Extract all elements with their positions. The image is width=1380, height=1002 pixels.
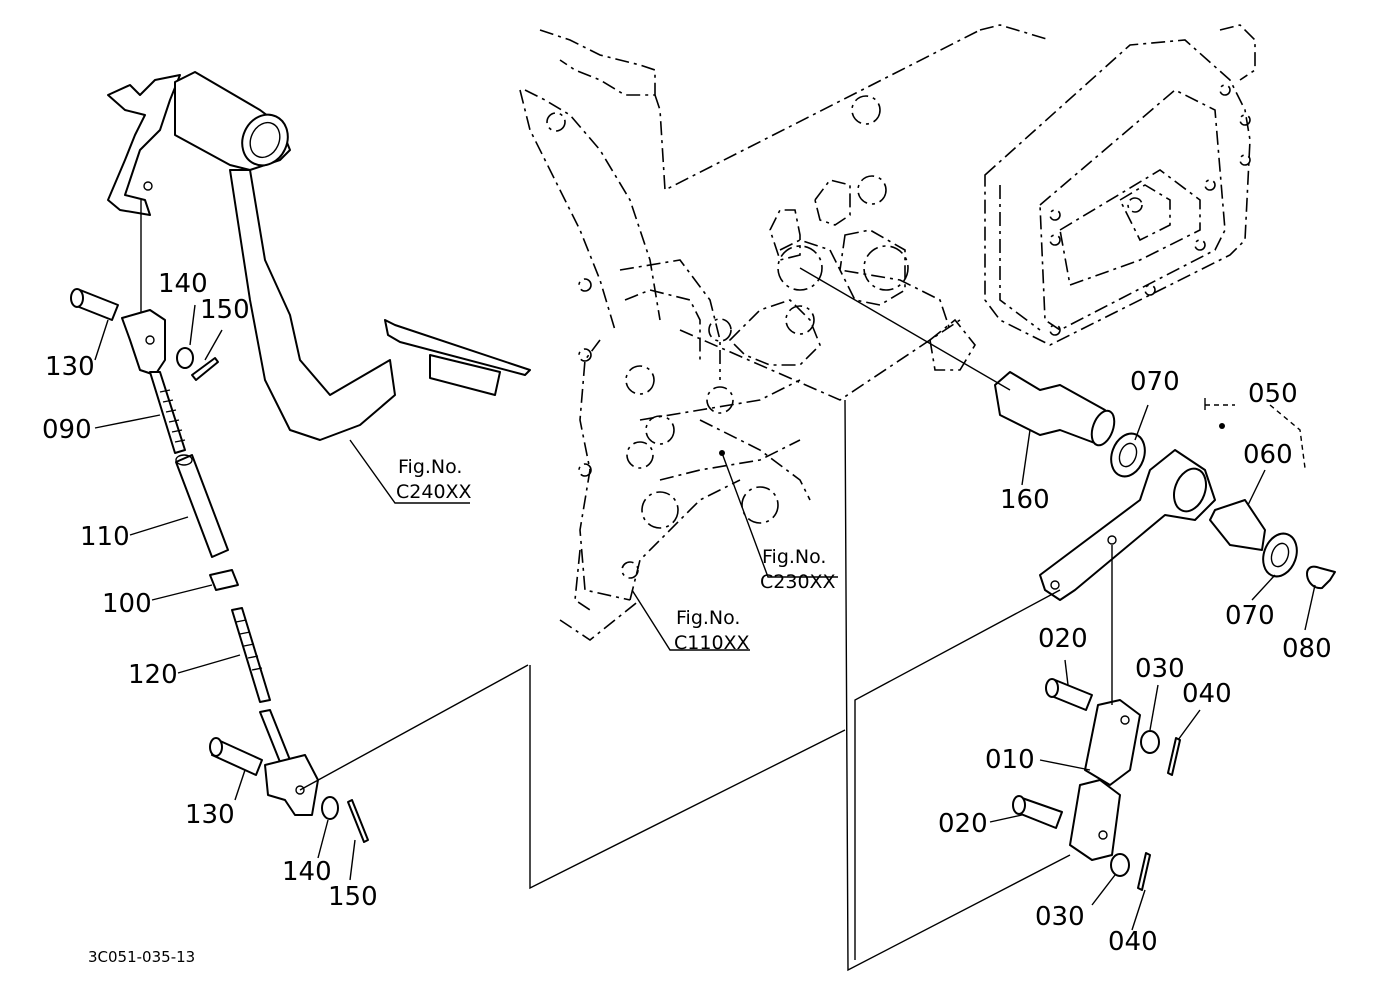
transmission-housing-reference	[519, 24, 1256, 641]
callout-160: 160	[1000, 485, 1050, 515]
assembly-lines	[299, 267, 1306, 972]
callout-120: 120	[128, 660, 178, 690]
callout-020-bottom: 020	[938, 809, 988, 839]
leader-lines	[94, 304, 1316, 931]
callout-130-bottom: 130	[185, 800, 235, 830]
callout-140-bottom: 140	[282, 857, 332, 887]
brake-pedal-assembly	[107, 71, 531, 441]
callout-060: 060	[1243, 440, 1293, 470]
figure-reference-c230xx: Fig.No. C230XX	[760, 546, 836, 593]
right-linkage-assembly	[994, 371, 1336, 891]
figure-ref-2-line2: C230XX	[760, 571, 836, 593]
callout-130-top: 130	[45, 352, 95, 382]
figure-reference-c110xx: Fig.No. C110XX	[674, 607, 750, 654]
figure-ref-1-line1: Fig.No.	[398, 456, 462, 478]
callout-040-top: 040	[1182, 679, 1232, 709]
callout-070-top: 070	[1130, 367, 1180, 397]
callout-070-bottom: 070	[1225, 601, 1275, 631]
callout-080: 080	[1282, 634, 1332, 664]
figure-ref-3-line1: Fig.No.	[676, 607, 740, 629]
figure-reference-c240xx: Fig.No. C240XX	[396, 456, 472, 503]
figure-ref-3-line2: C110XX	[674, 632, 750, 654]
callout-010: 010	[985, 745, 1035, 775]
callout-030-top: 030	[1135, 654, 1185, 684]
part-callouts: 140 150 130 090 110 100 120 130 140 150 …	[42, 269, 1332, 957]
callout-100: 100	[102, 589, 152, 619]
callout-020-top: 020	[1038, 624, 1088, 654]
figure-ref-1-line2: C240XX	[396, 481, 472, 503]
diagram-code: 3C051-035-13	[88, 948, 195, 966]
callout-090: 090	[42, 415, 92, 445]
callout-110: 110	[80, 522, 130, 552]
callout-150-bottom: 150	[328, 882, 378, 912]
callout-030-bottom: 030	[1035, 902, 1085, 932]
callout-140-top: 140	[158, 269, 208, 299]
left-rod-linkage	[70, 288, 369, 843]
callout-040-bottom: 040	[1108, 927, 1158, 957]
figure-ref-2-line1: Fig.No.	[762, 546, 826, 568]
callout-150-top: 150	[200, 295, 250, 325]
callout-050: 050	[1248, 379, 1298, 409]
